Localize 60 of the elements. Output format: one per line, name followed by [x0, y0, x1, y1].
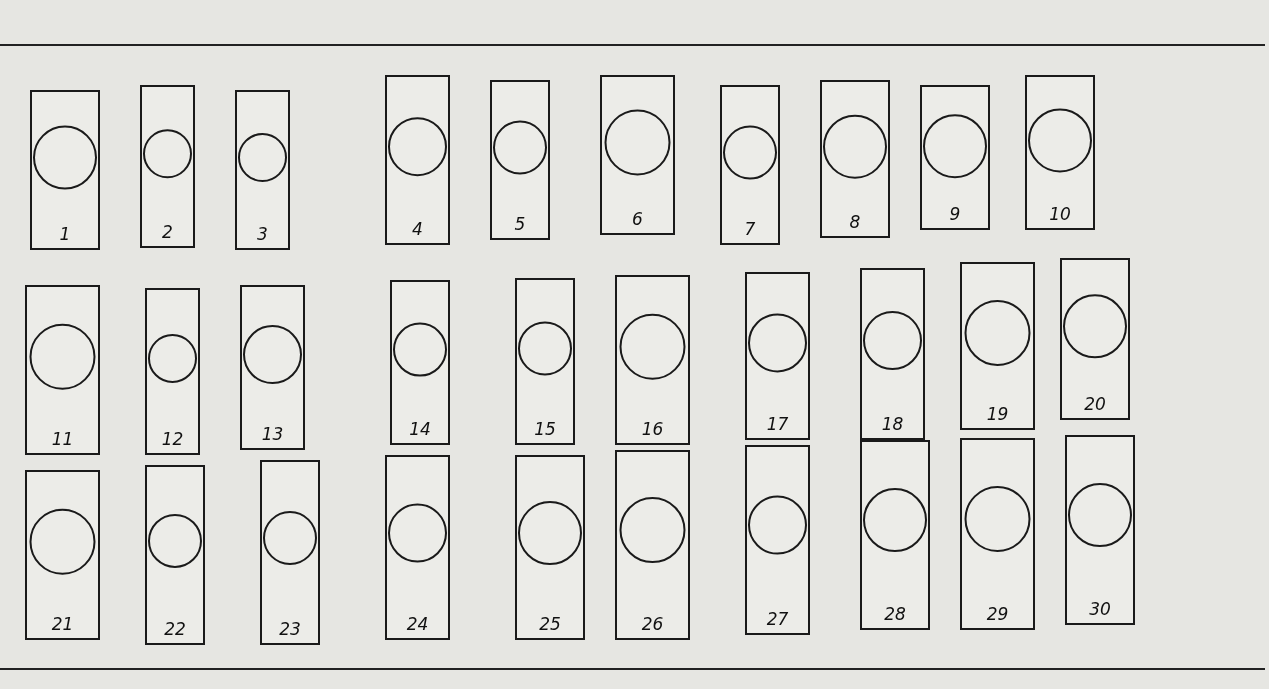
- sample-box: [820, 80, 890, 238]
- sample-number: 28: [883, 604, 907, 624]
- sample-number: 22: [163, 619, 187, 639]
- sample-box: [390, 280, 450, 445]
- sample-number: 18: [880, 414, 905, 434]
- sample-number: 11: [50, 429, 75, 449]
- sample-number: 2: [161, 222, 174, 242]
- sample-box: [1065, 435, 1135, 625]
- sample-number: 9: [948, 204, 962, 224]
- sample-box: [140, 85, 195, 248]
- sample-number: 12: [160, 429, 185, 449]
- sample-box: [920, 85, 990, 230]
- sample-box: [600, 75, 675, 235]
- sample-box: [960, 262, 1035, 430]
- sample-box: [615, 450, 690, 640]
- sample-box: [1060, 258, 1130, 420]
- sample-number: 25: [538, 614, 562, 634]
- sample-box: [30, 90, 100, 250]
- sample-box: [615, 275, 690, 445]
- sample-box: [145, 465, 205, 645]
- sample-box: [260, 460, 320, 645]
- sample-box: [25, 285, 100, 455]
- sample-number: 8: [848, 212, 862, 232]
- sample-box: [960, 438, 1035, 630]
- sample-box: [145, 288, 200, 455]
- sample-box: [235, 90, 290, 250]
- sample-box: [240, 285, 305, 450]
- sample-number: 17: [765, 414, 790, 434]
- sample-number: 24: [405, 614, 430, 634]
- sample-number: 14: [408, 419, 432, 439]
- sample-number: 4: [411, 219, 424, 239]
- sample-number: 15: [533, 419, 557, 439]
- sample-number: 21: [50, 614, 75, 634]
- sample-box: [860, 440, 930, 630]
- sample-box: [490, 80, 550, 240]
- sample-number: 27: [765, 609, 790, 629]
- sample-box: [515, 278, 575, 445]
- sample-number: 16: [640, 419, 665, 439]
- sample-number: 19: [985, 404, 1010, 424]
- sample-box: [860, 268, 925, 440]
- sample-box: [745, 445, 810, 635]
- sample-box: [515, 455, 585, 640]
- sample-number: 23: [278, 619, 302, 639]
- sample-number: 7: [743, 219, 757, 239]
- sample-box: [720, 85, 780, 245]
- sample-number: 3: [256, 224, 269, 244]
- sample-number: 5: [513, 214, 527, 234]
- sample-number: 29: [985, 604, 1010, 624]
- sample-box: [385, 75, 450, 245]
- sample-box: [745, 272, 810, 440]
- sample-number: 26: [640, 614, 665, 634]
- sample-number: 6: [631, 209, 644, 229]
- sample-box: [1025, 75, 1095, 230]
- sample-number: 13: [260, 424, 285, 444]
- sample-number: 20: [1083, 394, 1107, 414]
- sample-box: [385, 455, 450, 640]
- sample-box: [25, 470, 100, 640]
- sample-number: 1: [58, 224, 72, 244]
- sample-number: 30: [1088, 599, 1112, 619]
- sample-number: 10: [1048, 204, 1072, 224]
